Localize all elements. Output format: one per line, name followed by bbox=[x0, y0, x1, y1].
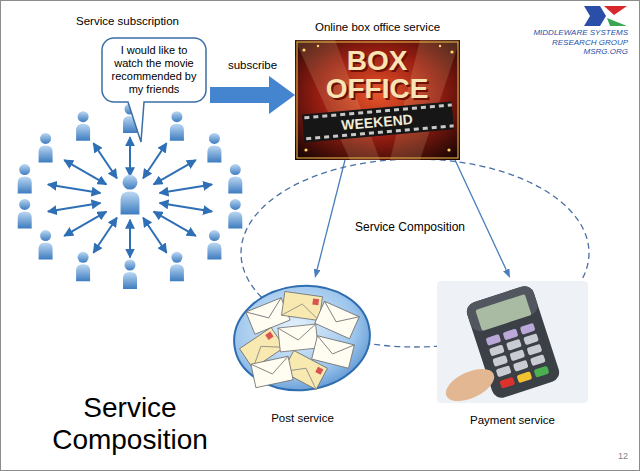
marquee-text: BOX OFFICE bbox=[312, 47, 442, 103]
speech-bubble: I would like to watch the movie recommen… bbox=[102, 38, 206, 102]
node-heading: Online box office service bbox=[275, 20, 480, 34]
logo-text: MIDDLEWARE SYSTEMS RESEARCH GROUP bbox=[508, 28, 628, 47]
post-picture bbox=[229, 279, 375, 397]
page-number: 12 bbox=[590, 451, 628, 462]
edge-label: subscribe bbox=[228, 58, 277, 72]
slide-title: Service Composition bbox=[32, 392, 228, 456]
bubble-text: I would like to watch the movie recommen… bbox=[109, 44, 199, 96]
payment-terminal-picture bbox=[437, 281, 588, 408]
node-caption: Payment service bbox=[435, 413, 590, 427]
ellipse-label: Service Composition bbox=[240, 220, 580, 234]
social-network-illustration bbox=[18, 104, 243, 290]
box-office-picture bbox=[295, 40, 460, 160]
composition-arrow bbox=[317, 160, 345, 269]
subscribe-arrow bbox=[210, 87, 269, 103]
node-caption: Post service bbox=[230, 411, 375, 425]
node-heading: Service subscription bbox=[45, 14, 210, 28]
logo-text: MSRG.ORG bbox=[508, 47, 628, 57]
logo-icon bbox=[584, 6, 627, 26]
composition-arrow bbox=[455, 160, 506, 270]
